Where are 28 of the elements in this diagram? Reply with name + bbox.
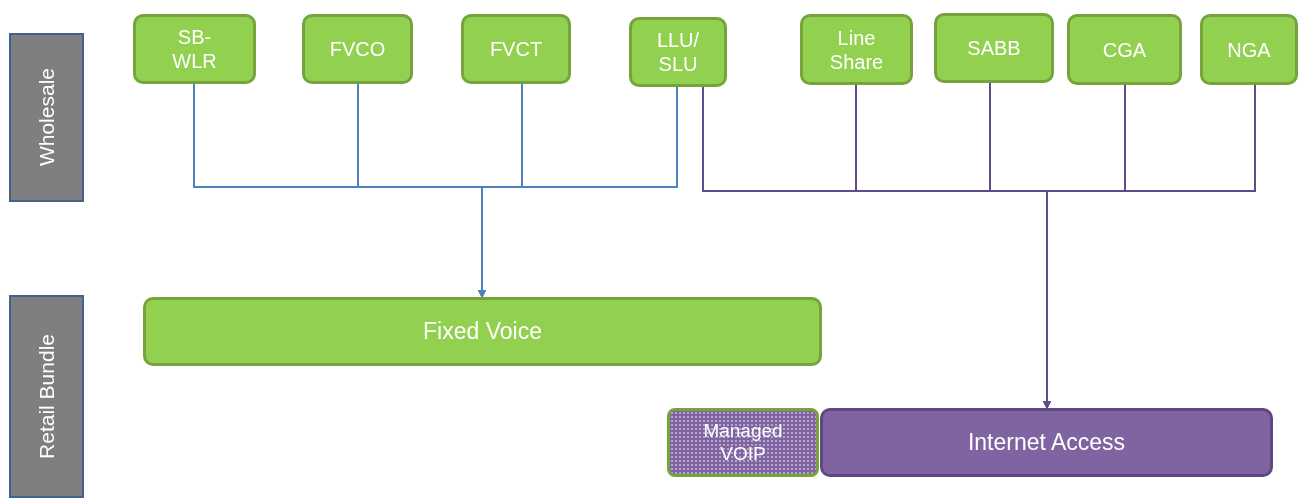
connector-arrow	[1043, 84, 1256, 409]
connector-arrow	[478, 86, 678, 298]
section-band	[9, 33, 84, 202]
service-label: Fixed Voice	[422, 317, 543, 346]
service-label: FVCO	[328, 37, 387, 61]
service-label: Line Share	[828, 25, 885, 74]
service-label: Internet Access	[966, 428, 1127, 457]
service-box	[800, 14, 913, 85]
section-label: Wholesale	[34, 68, 59, 167]
service-label: LLU/ SLU	[655, 28, 701, 76]
service-box	[934, 13, 1054, 83]
service-label: NGA	[1226, 37, 1272, 62]
service-box	[143, 297, 822, 366]
service-label: CGA	[1101, 37, 1148, 62]
section-label: Retail Bundle	[34, 334, 59, 459]
service-label: SB- WLR	[171, 25, 218, 73]
service-label: Managed VOIP	[702, 419, 784, 466]
service-box	[1200, 14, 1298, 85]
service-box	[302, 14, 413, 84]
service-box	[629, 17, 727, 87]
service-box	[820, 408, 1273, 477]
service-box	[667, 408, 819, 477]
service-label: FVCT	[488, 37, 544, 61]
service-box	[133, 14, 256, 84]
section-band	[9, 295, 84, 498]
service-label: SABB	[966, 36, 1022, 60]
service-box	[461, 14, 571, 84]
service-box	[1067, 14, 1182, 85]
